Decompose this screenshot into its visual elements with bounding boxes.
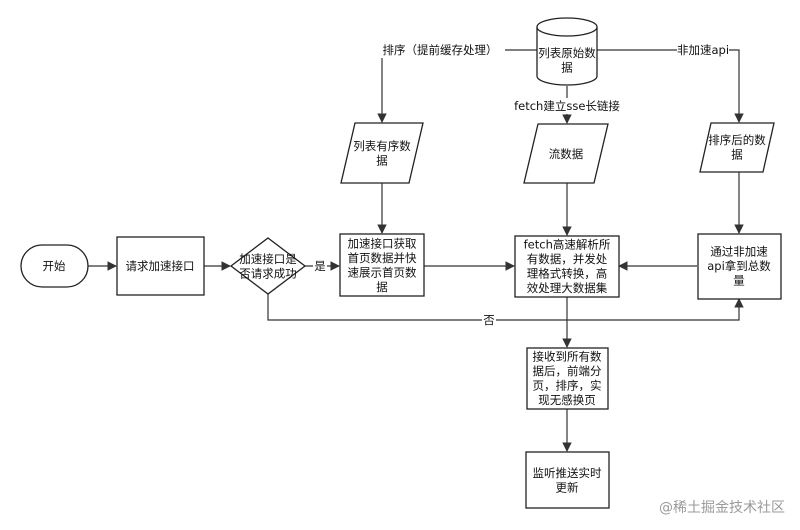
node-stream-label: 流数据: [549, 147, 584, 161]
merge-label-line: api拿到总数: [707, 259, 771, 273]
node-start: 开始: [20, 244, 89, 288]
edge-decision-merge-no: [267, 294, 744, 321]
decision-label-line: 否请求成功: [239, 266, 297, 280]
edge-label-fetch-sse: fetch建立sse长链接: [514, 99, 620, 113]
node-received-label: 接收到所有数据后，前端分页，排序，实现无感换页: [533, 349, 602, 407]
fetchparse-label-line: fetch高速解析所: [524, 237, 611, 251]
node-listen: 监听推送实时更新: [525, 451, 610, 509]
node-ordered-label: 列表有序数据: [353, 139, 411, 168]
request-label-line: 请求加速接口: [126, 259, 195, 273]
node-origin: 列表原始数据: [536, 17, 598, 86]
sorted-label-line: 排序后的数: [708, 133, 766, 147]
stream-label-line: 流数据: [549, 147, 584, 161]
merge-label-line: 量: [733, 274, 745, 288]
edge-label-yes: 是: [314, 259, 326, 273]
listen-label-line: 监听推送实时: [533, 466, 602, 480]
loadfirst-label-line: 加速接口获取: [348, 236, 417, 250]
merge-label-line: 通过非加速: [710, 245, 768, 259]
node-sorted-label: 排序后的数据: [708, 133, 766, 162]
received-label-line: 接收到所有数: [533, 349, 602, 363]
fetchparse-label-line: 有数据，并发处: [527, 252, 608, 266]
node-origin-label: 列表原始数据: [538, 46, 596, 75]
node-fetchparse: fetch高速解析所有数据，并发处理格式转换，高效处理大数据集: [514, 235, 620, 298]
edge-label-sort-pre: 排序（提前缓存处理）: [383, 43, 498, 57]
fetchparse-label-line: 理格式转换，高: [527, 266, 608, 280]
watermark: @稀土掘金技术社区: [659, 500, 785, 516]
ordered-label-line: 列表有序数: [353, 139, 411, 153]
fetchparse-label-line: 效处理大数据集: [527, 281, 608, 295]
node-stream: 流数据: [523, 123, 609, 184]
listen-label-line: 更新: [556, 480, 579, 494]
node-request-label: 请求加速接口: [126, 259, 195, 273]
decision-label-line: 加速接口是: [239, 252, 297, 266]
received-label-line: 现无感换页: [538, 393, 596, 407]
loadfirst-label-line: 首页数据并快: [348, 251, 417, 265]
edge-label-non-accel: 非加速api: [677, 43, 729, 57]
node-listen-label: 监听推送实时更新: [533, 466, 602, 495]
loadfirst-label-line: 速展示首页数: [348, 265, 417, 279]
ordered-label-line: 据: [376, 153, 388, 167]
node-start-label: 开始: [43, 259, 66, 273]
loadfirst-label-line: 据: [376, 280, 388, 294]
edge-labels: 排序（提前缓存处理） 非加速api fetch建立sse长链接 是 否: [313, 42, 729, 328]
node-sorted: 排序后的数据: [699, 122, 775, 173]
edge-label-no: 否: [483, 313, 495, 327]
edge-origin-sorted: [597, 49, 744, 123]
node-decision-label: 加速接口是否请求成功: [239, 252, 297, 281]
received-label-line: 页，排序，实: [533, 378, 602, 392]
node-decision: 加速接口是否请求成功: [229, 237, 307, 295]
node-fetchparse-label: fetch高速解析所有数据，并发处理格式转换，高效处理大数据集: [524, 237, 611, 294]
node-request: 请求加速接口: [116, 236, 205, 296]
sorted-label-line: 据: [731, 147, 743, 161]
start-label-line: 开始: [43, 259, 66, 273]
origin-label-line: 列表原始数: [538, 46, 596, 60]
node-received: 接收到所有数据后，前端分页，排序，实现无感换页: [526, 347, 609, 410]
node-loadfirst-label: 加速接口获取首页数据并快速展示首页数据: [348, 236, 417, 293]
origin-label-line: 据: [561, 60, 573, 74]
node-loadfirst: 加速接口获取首页数据并快速展示首页数据: [339, 233, 425, 297]
received-label-line: 据后，前端分: [533, 364, 602, 378]
node-ordered: 列表有序数据: [340, 122, 424, 184]
